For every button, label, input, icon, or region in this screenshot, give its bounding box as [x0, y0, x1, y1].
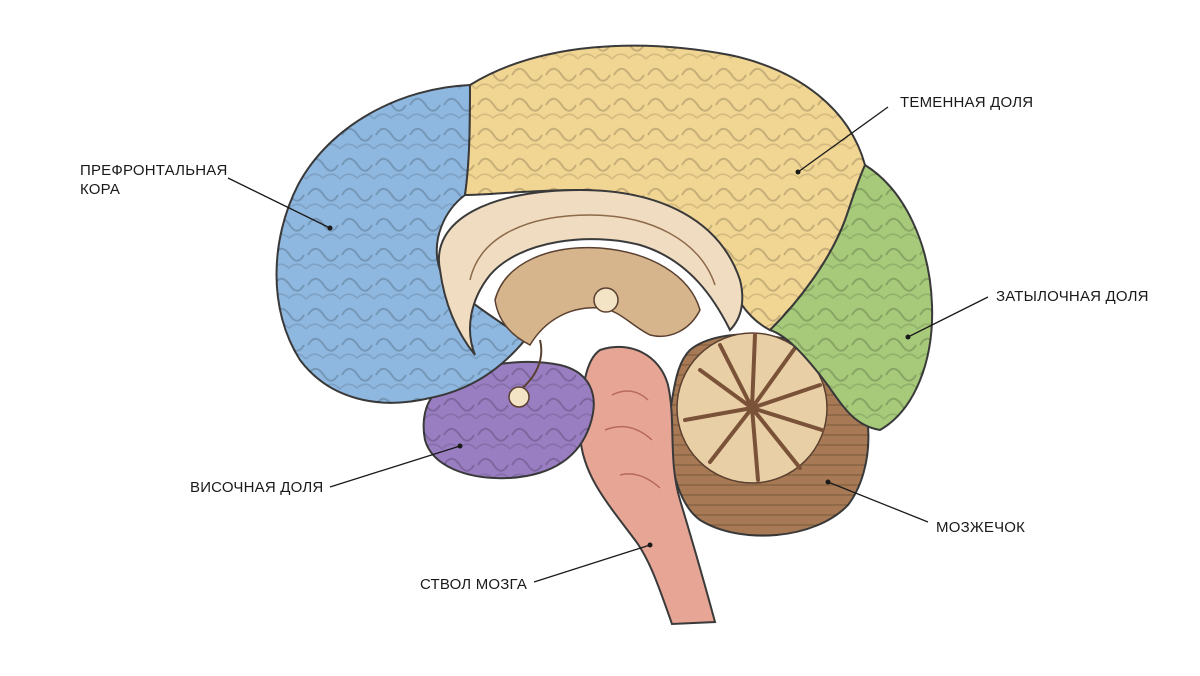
label-occipital-lobe: ЗАТЫЛОЧНАЯ ДОЛЯ: [996, 288, 1149, 305]
leader-lines: [227, 106, 989, 583]
inner-structures: [437, 188, 744, 408]
leader-line-cerebellum: [827, 481, 929, 523]
leader-dots: [327, 169, 911, 548]
leader-line-prefrontal: [227, 177, 331, 229]
parietal-lobe-region: [463, 44, 867, 332]
leader-line-brainstem: [533, 544, 651, 583]
label-cerebellum: МОЗЖЕЧОК: [936, 519, 1026, 536]
leader-line-parietal: [797, 106, 889, 173]
temporal-lobe-region: [422, 360, 595, 480]
leader-line-temporal: [329, 445, 461, 488]
label-brainstem: СТВОЛ МОЗГА: [420, 576, 528, 593]
cerebellum-region: [668, 332, 870, 537]
leader-line-occipital: [907, 296, 989, 338]
label-temporal-lobe: ВИСОЧНАЯ ДОЛЯ: [190, 479, 324, 496]
label-parietal-lobe: ТЕМЕННАЯ ДОЛЯ: [900, 94, 1034, 111]
label-prefrontal-cortex: ПРЕФРОНТАЛЬНАЯ КОРА: [80, 161, 228, 199]
label-prefrontal-line-2: КОРА: [80, 181, 121, 198]
label-prefrontal-line-1: ПРЕФРОНТАЛЬНАЯ: [80, 162, 228, 179]
